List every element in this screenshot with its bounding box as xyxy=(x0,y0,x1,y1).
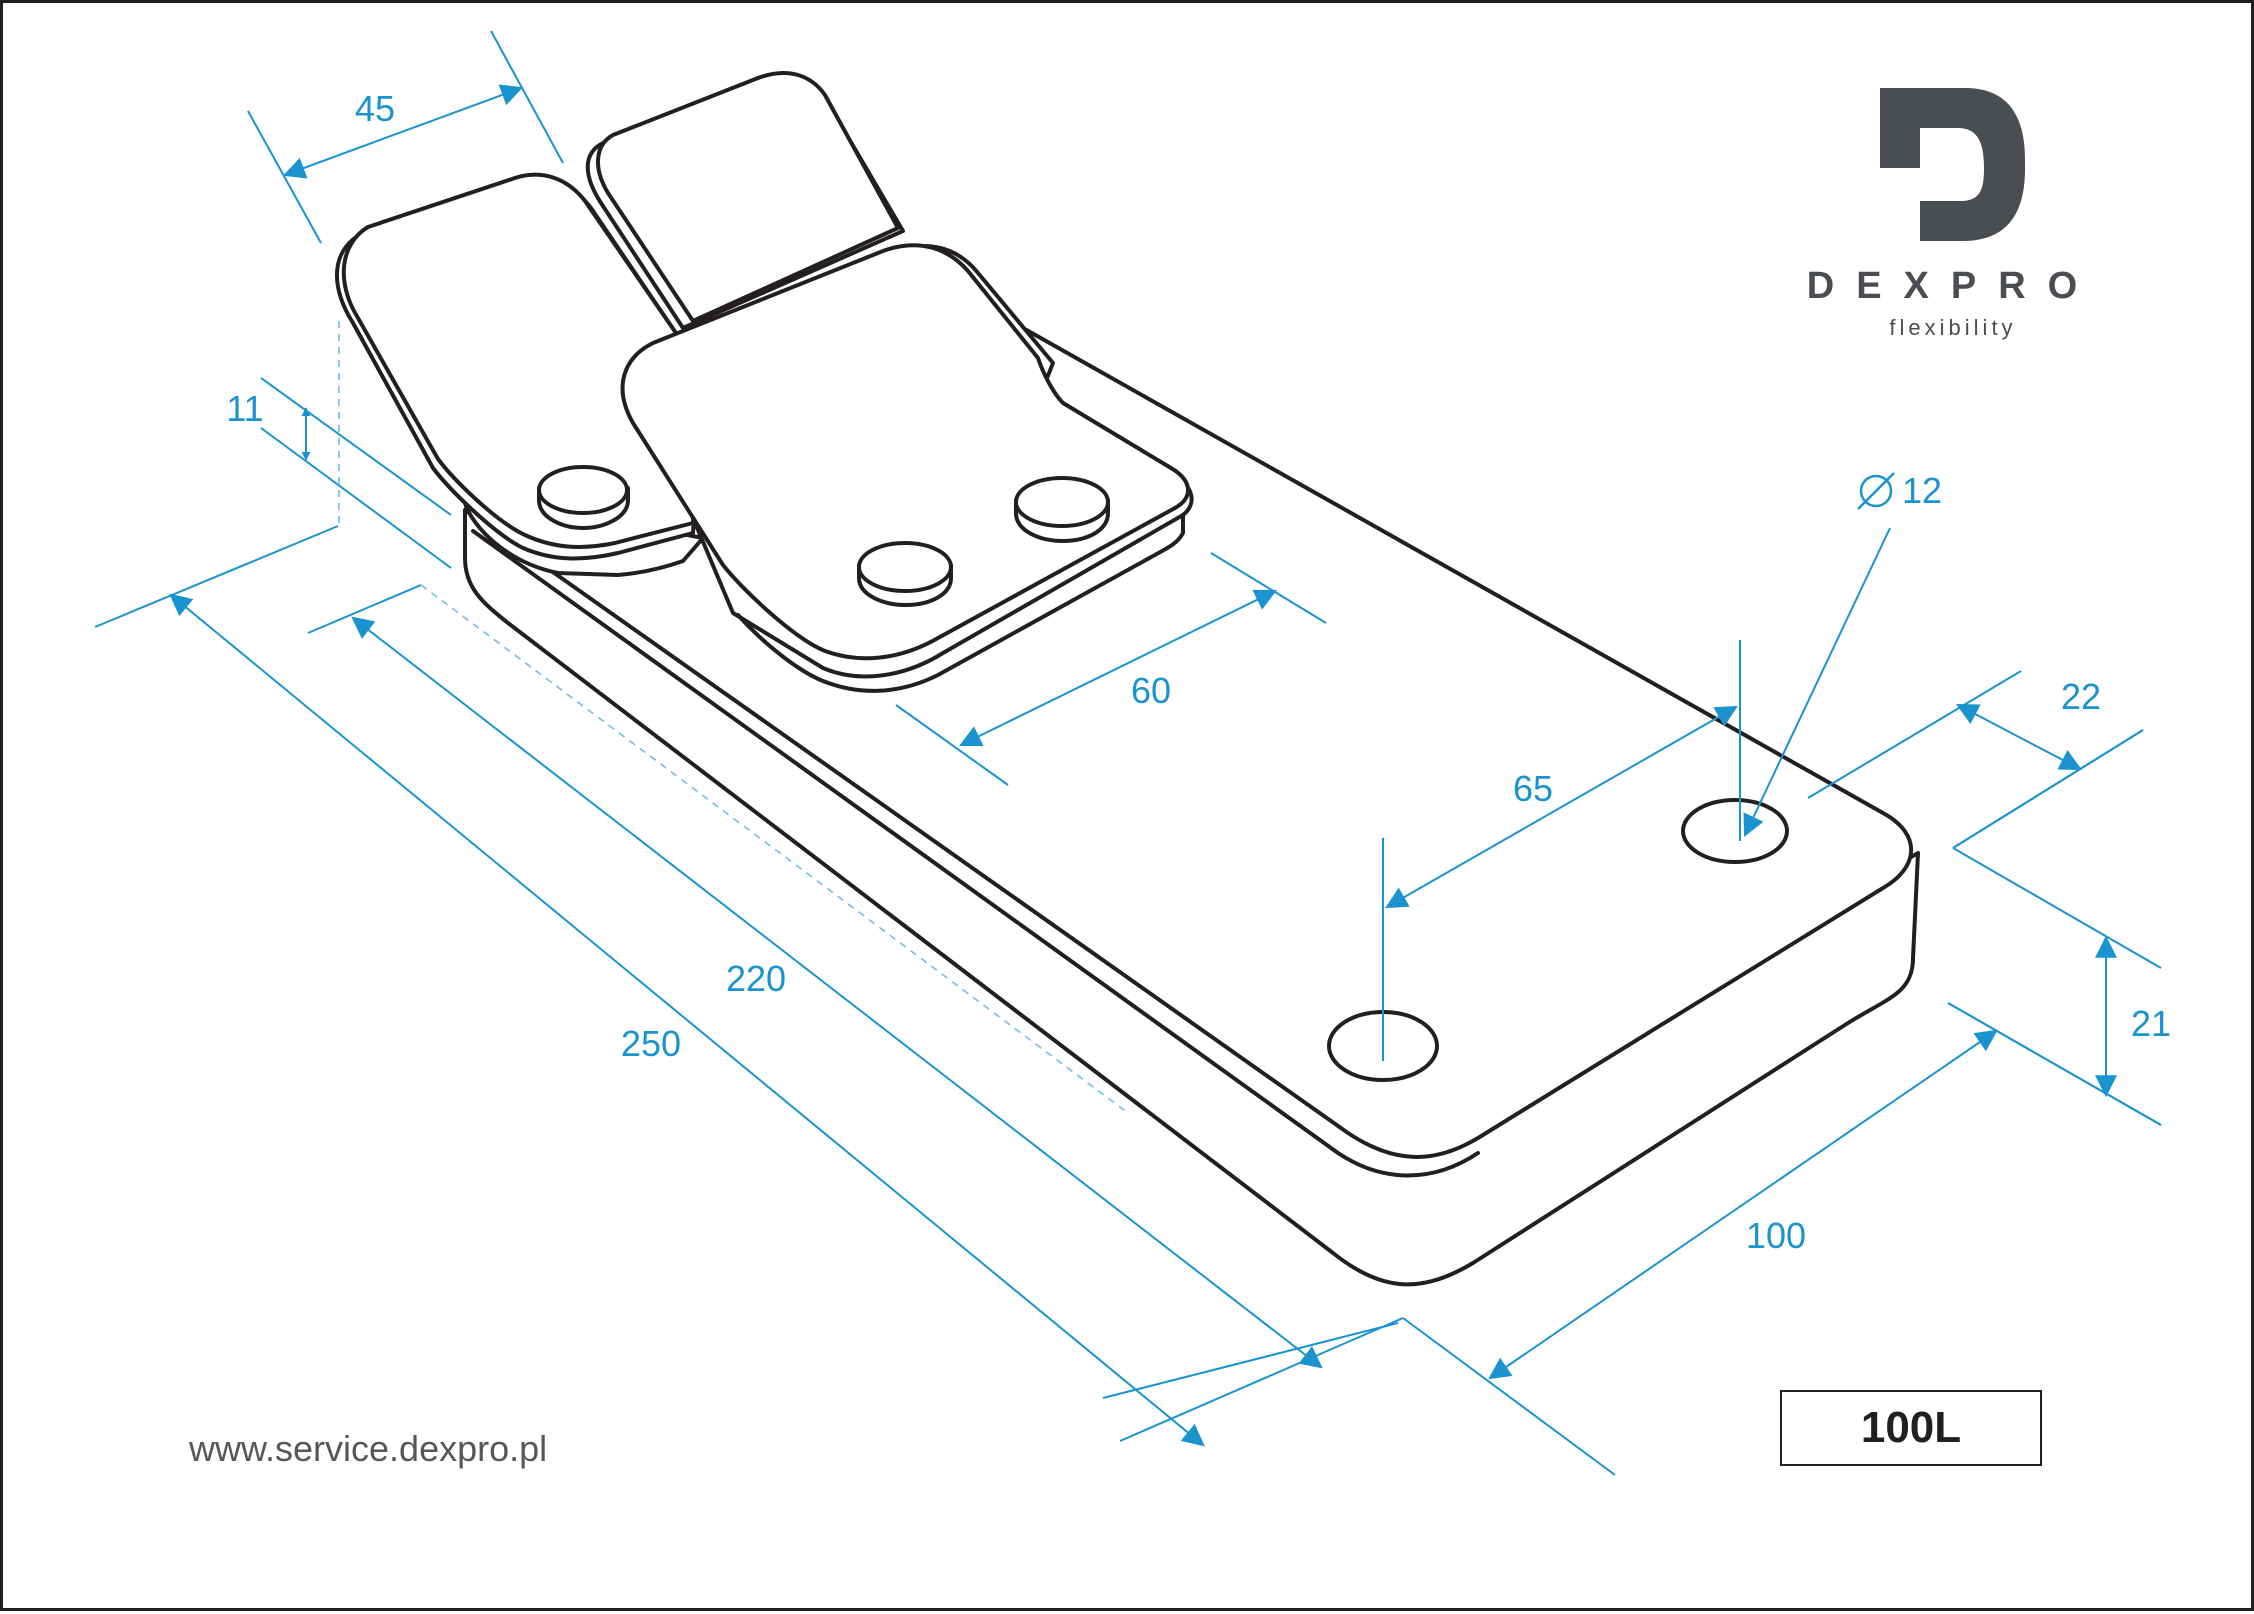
rivet-right-clip-2 xyxy=(1014,476,1110,543)
dimension-label-220: 220 xyxy=(726,958,786,999)
dimension-label-60: 60 xyxy=(1131,670,1171,711)
dimension-label-22: 22 xyxy=(2061,676,2101,717)
technical-drawing: 45 11 250 220 xyxy=(94,30,2171,1476)
dimension-clip-width: 45 xyxy=(247,30,564,244)
website-url[interactable]: www.service.dexpro.pl xyxy=(189,1428,548,1469)
dimension-hole-diameter: 12 xyxy=(1743,470,1942,837)
dexpro-d-logo-icon xyxy=(1880,88,2026,241)
rivet-left-clip xyxy=(537,465,630,530)
dimension-label-12: 12 xyxy=(1902,470,1942,511)
dimension-inner-length: 220 xyxy=(307,584,1399,1399)
dimension-label-250: 250 xyxy=(621,1023,681,1064)
clip-front-left xyxy=(335,172,705,577)
dimension-label-65: 65 xyxy=(1513,768,1553,809)
model-label: 100L xyxy=(1860,1403,1962,1452)
dimension-clip-spacing: 60 xyxy=(895,552,1327,786)
brand-tagline: flexibility xyxy=(1889,315,2017,340)
mounting-hole-rear xyxy=(1681,798,1789,864)
dimension-label-11: 11 xyxy=(226,388,263,429)
model-badge: 100L xyxy=(1780,1390,2042,1466)
dimension-label-21: 21 xyxy=(2131,1003,2171,1044)
brand-name: DEXPRO xyxy=(1806,265,2100,307)
dimension-hole-spacing: 65 xyxy=(1382,640,1741,1061)
diameter-symbol-icon xyxy=(1857,472,1895,510)
dimension-label-100: 100 xyxy=(1746,1215,1806,1256)
dimension-label-45: 45 xyxy=(355,88,395,129)
dimension-width: 100 xyxy=(1402,1002,2162,1476)
rivet-right-clip-1 xyxy=(857,541,953,607)
dimension-lip-height: 11 xyxy=(226,321,452,569)
